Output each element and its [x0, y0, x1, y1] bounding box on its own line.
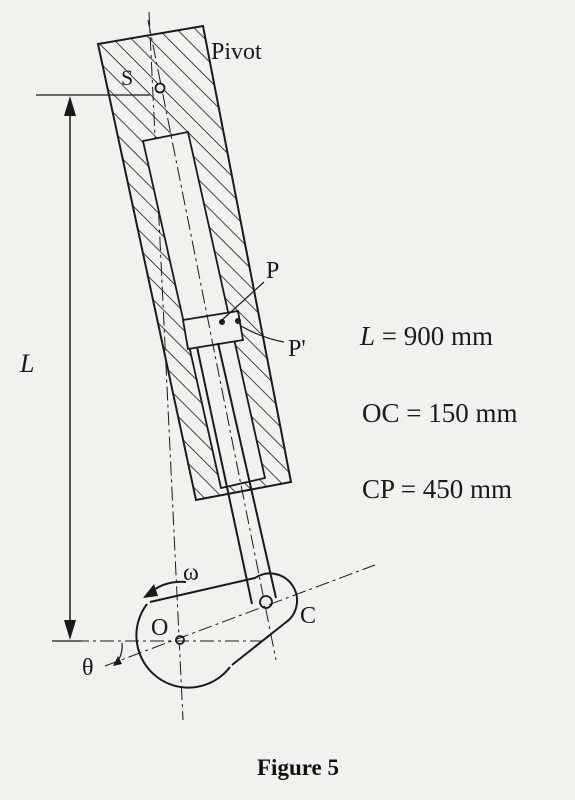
connecting-rod	[196, 342, 277, 605]
crank-center-o	[175, 635, 185, 645]
given-oc: OC = 150 mm	[362, 398, 518, 428]
label-l: L	[19, 349, 34, 378]
label-theta: θ	[82, 655, 94, 681]
label-s: S	[121, 65, 133, 90]
slotted-guide	[96, 24, 293, 502]
label-omega: ω	[183, 560, 199, 586]
label-p: P	[266, 258, 279, 284]
omega-arrowhead	[143, 584, 158, 598]
crank-pin-c	[259, 595, 273, 609]
given-cp: CP = 450 mm	[362, 474, 512, 504]
crank-arm	[149, 572, 299, 666]
given-l: L = 900 mm	[359, 321, 493, 351]
leader-p-prime	[240, 325, 285, 343]
dimension-l	[36, 94, 150, 642]
label-o: O	[151, 615, 168, 641]
guide-slot	[141, 130, 267, 490]
pivot-s	[154, 82, 166, 94]
label-p-prime: P'	[288, 336, 306, 362]
label-pivot: Pivot	[211, 39, 262, 65]
theta-arrowhead	[113, 656, 122, 666]
point-p-prime	[235, 318, 241, 324]
guide-centerline	[147, 19, 277, 661]
slider-block	[181, 309, 245, 351]
crank-disc	[135, 603, 231, 689]
point-p	[219, 319, 225, 325]
leader-p	[221, 281, 265, 321]
figure-caption: Figure 5	[257, 755, 339, 780]
label-c: C	[300, 603, 316, 629]
crank-centerline	[104, 564, 376, 667]
crank	[135, 572, 299, 689]
